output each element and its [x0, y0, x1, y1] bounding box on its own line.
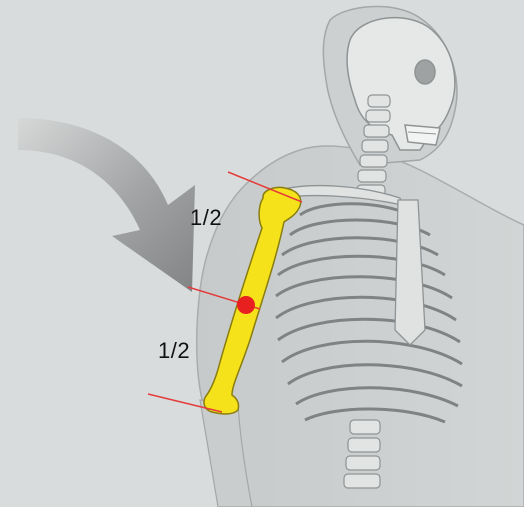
curved-arrow-icon — [18, 118, 195, 292]
upper-half-label: 1/2 — [190, 205, 222, 231]
lower-half-label: 1/2 — [158, 338, 190, 364]
midpoint-dot — [237, 296, 255, 314]
